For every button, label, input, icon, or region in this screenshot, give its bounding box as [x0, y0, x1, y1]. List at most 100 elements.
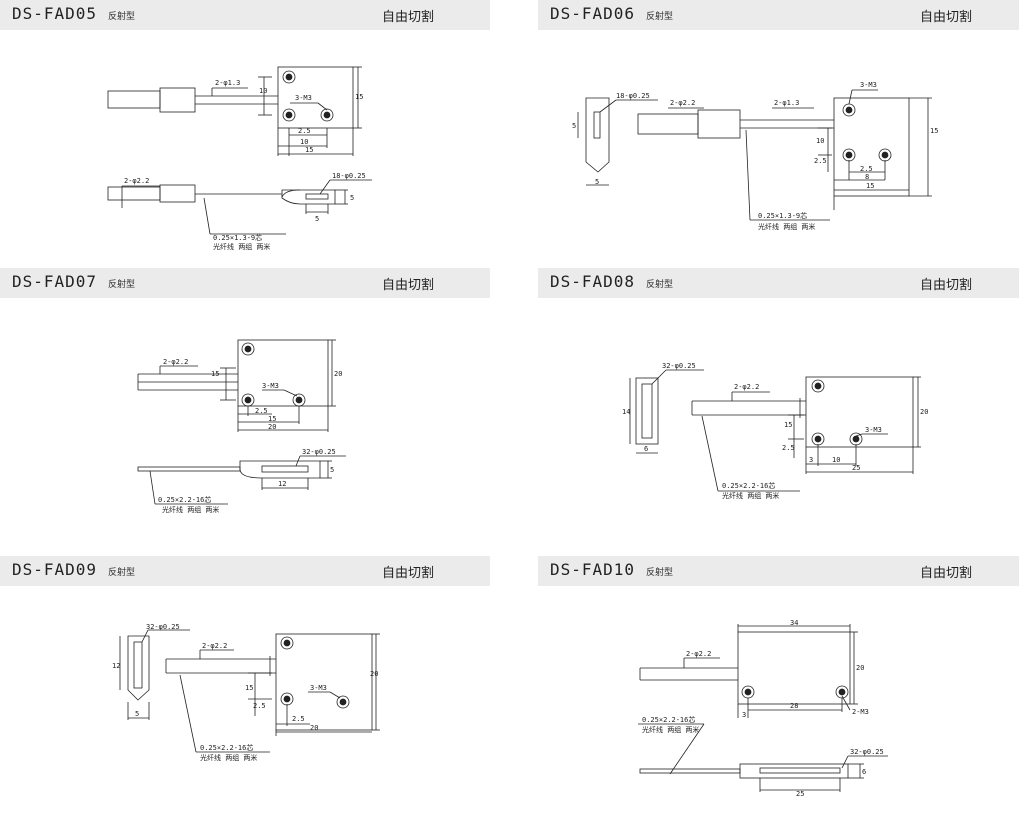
- drawing-fad08: 32-φ0.25 2-φ2.2 14 6 15 2.5 3-M3 20 3 10…: [538, 298, 1019, 536]
- drawing-fad05: 2-φ1.3 3-M3 2.5 10 15 10 15 2-φ2.2 18-φ0…: [0, 30, 490, 268]
- fiber-desc: 光纤线 两组 两米: [200, 753, 257, 762]
- cut-note: 自由切割: [381, 10, 434, 25]
- dim-hf: 5: [350, 194, 354, 202]
- dim-3: 3: [809, 456, 813, 464]
- dim-34: 34: [790, 619, 798, 627]
- dim-h20: 20: [856, 664, 864, 672]
- dim-fiber: 32-φ0.25: [662, 362, 696, 370]
- dim-wf: 25: [796, 790, 804, 798]
- dim-sheath: 2-φ2.2: [202, 642, 227, 650]
- dim-fiber: 32-φ0.25: [146, 623, 180, 631]
- dim-2-5: 2.5: [255, 407, 268, 415]
- dim-wf: 12: [278, 480, 286, 488]
- fiber-desc: 光纤线 两组 两米: [758, 222, 815, 231]
- sensor-type: 反射型: [646, 280, 674, 290]
- dim-h20: 20: [920, 408, 928, 416]
- dim-h15: 15: [355, 93, 363, 101]
- dim-thread: 2-M3: [852, 708, 869, 716]
- cut-note: 自由切割: [381, 278, 434, 293]
- panel-fad06: DS-FAD06 反射型 自由切割 18-φ0.25 2-φ2.: [538, 0, 1019, 268]
- panel-fad05: DS-FAD05 反射型 自由切割: [0, 0, 490, 268]
- dim-2-5: 2.5: [253, 702, 266, 710]
- dim-hf: 6: [862, 768, 866, 776]
- panel-header: DS-FAD09 反射型 自由切割: [0, 556, 490, 586]
- dim-sheath: 2-φ2.2: [734, 383, 759, 391]
- dim-3: 3: [742, 711, 746, 719]
- dim-2-5b: 2.5: [860, 165, 873, 173]
- dim-2-5: 2.5: [298, 127, 311, 135]
- sensor-type: 反射型: [108, 568, 136, 578]
- dim-h10: 10: [816, 137, 824, 145]
- model-name: DS-FAD06: [550, 4, 636, 23]
- fiber-spec: 0.25×1.3-9芯: [213, 233, 262, 242]
- cut-note: 自由切割: [919, 278, 972, 293]
- dim-thread: 3-M3: [865, 426, 882, 434]
- dim-2-5a: 2.5: [814, 157, 827, 165]
- sensor-type: 反射型: [646, 12, 674, 22]
- fiber-desc: 光纤线 两组 两米: [162, 505, 219, 514]
- model-name: DS-FAD05: [12, 4, 98, 23]
- model-name: DS-FAD08: [550, 272, 636, 291]
- panel-fad10: DS-FAD10 反射型 自由切割 34 2-φ2.2 20: [538, 556, 1019, 824]
- dim-h20: 20: [370, 670, 378, 678]
- cut-note: 自由切割: [919, 10, 972, 25]
- dim-hole: 2-φ1.3: [215, 79, 240, 87]
- dim-2-5: 2.5: [782, 444, 795, 452]
- dim-sheath: 2-φ2.2: [670, 99, 695, 107]
- dim-thread: 3-M3: [262, 382, 279, 390]
- dim-sheath: 2-φ2.2: [163, 358, 188, 366]
- cut-note: 自由切割: [919, 566, 972, 581]
- dim-20: 20: [310, 724, 318, 732]
- panel-header: DS-FAD08 反射型 自由切割: [538, 268, 1019, 298]
- dim-15: 15: [866, 182, 874, 190]
- fiber-desc: 光纤线 两组 两米: [642, 725, 699, 734]
- fiber-spec: 0.25×2.2-16芯: [642, 715, 695, 724]
- panel-fad08: DS-FAD08 反射型 自由切割 32-φ0.25 2-φ2.2: [538, 268, 1019, 536]
- dim-sheath: 2-φ2.2: [686, 650, 711, 658]
- dim-hf: 5: [572, 122, 576, 130]
- dim-h15: 15: [245, 684, 253, 692]
- fiber-spec: 0.25×2.2-16芯: [158, 495, 211, 504]
- fiber-spec: 0.25×2.2-16芯: [722, 481, 775, 490]
- fiber-spec: 0.25×1.3-9芯: [758, 211, 807, 220]
- dim-w6: 6: [644, 445, 648, 453]
- panel-header: DS-FAD10 反射型 自由切割: [538, 556, 1019, 586]
- dim-wf: 5: [595, 178, 599, 186]
- dim-wf: 5: [315, 215, 319, 223]
- dim-hole: 2-φ1.3: [774, 99, 799, 107]
- dim-thread: 3-M3: [295, 94, 312, 102]
- panel-header: DS-FAD06 反射型 自由切割: [538, 0, 1019, 30]
- dim-fiber: 18-φ0.25: [332, 172, 366, 180]
- panel-header: DS-FAD05 反射型 自由切割: [0, 0, 490, 30]
- sensor-type: 反射型: [108, 12, 136, 22]
- dim-10: 10: [832, 456, 840, 464]
- model-name: DS-FAD10: [550, 560, 636, 579]
- fiber-spec: 0.25×2.2-16芯: [200, 743, 253, 752]
- dim-sheath: 2-φ2.2: [124, 177, 149, 185]
- drawing-fad06: 18-φ0.25 2-φ2.2 2-φ1.3 3-M3 5 5 15 10 2.…: [538, 30, 1019, 268]
- dim-h20: 20: [334, 370, 342, 378]
- fiber-desc: 光纤线 两组 两米: [213, 242, 270, 251]
- dim-h15: 15: [930, 127, 938, 135]
- drawing-fad09: 32-φ0.25 2-φ2.2 12 5 15 2.5 2.5 3-M3 20 …: [0, 586, 490, 812]
- fiber-desc: 光纤线 两组 两米: [722, 491, 779, 500]
- dim-fiber: 32-φ0.25: [850, 748, 884, 756]
- dim-8: 8: [865, 173, 869, 181]
- dim-2-5b: 2.5: [292, 715, 305, 723]
- model-name: DS-FAD07: [12, 272, 98, 291]
- sensor-type: 反射型: [108, 280, 136, 290]
- dim-20: 20: [268, 423, 276, 431]
- dim-hf: 5: [330, 466, 334, 474]
- dim-25: 25: [852, 464, 860, 472]
- panel-fad09: DS-FAD09 反射型 自由切割 32-φ0.25 2-φ2.2: [0, 556, 490, 824]
- drawing-fad07: 2-φ2.2 15 3-M3 20 2.5 15 20 32-φ0.25 5 1…: [0, 298, 490, 536]
- drawing-fad10: 34 2-φ2.2 20 3 28 2-M3 0.25×2.2-16芯 光纤线 …: [538, 586, 1019, 812]
- sensor-type: 反射型: [646, 568, 674, 578]
- dim-fiber: 32-φ0.25: [302, 448, 336, 456]
- cut-note: 自由切割: [381, 566, 434, 581]
- dim-15: 15: [268, 415, 276, 423]
- dim-15: 15: [305, 146, 313, 154]
- model-name: DS-FAD09: [12, 560, 98, 579]
- panel-fad07: DS-FAD07 反射型 自由切割 2-φ2.2: [0, 268, 490, 536]
- dim-h15: 15: [211, 370, 219, 378]
